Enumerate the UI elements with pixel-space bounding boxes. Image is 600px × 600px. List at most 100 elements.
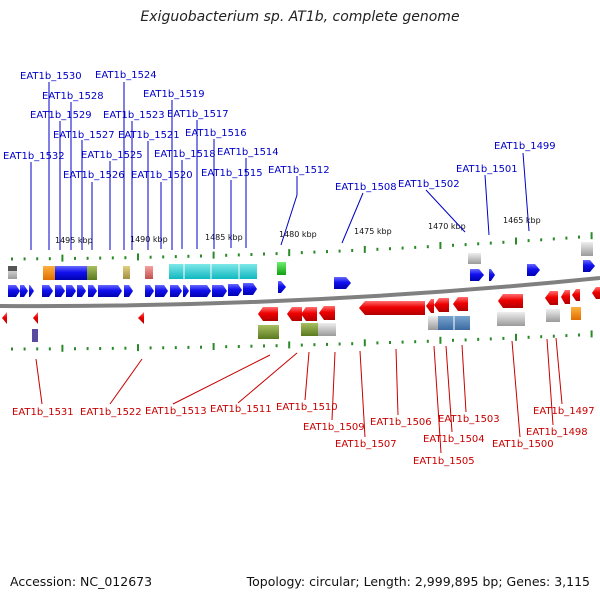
ruler-tick xyxy=(288,341,291,349)
ruler-tick xyxy=(225,253,228,257)
gene-label-eat1b-1523[interactable]: EAT1b_1523 xyxy=(103,110,165,121)
gene-label-eat1b-1516[interactable]: EAT1b_1516 xyxy=(185,128,247,139)
gene-label-eat1b-1506[interactable]: EAT1b_1506 xyxy=(370,417,432,428)
ruler-tick xyxy=(389,247,391,251)
ruler-tick xyxy=(111,346,114,350)
gene-label-eat1b-1515[interactable]: EAT1b_1515 xyxy=(201,168,263,179)
ruler-tick xyxy=(565,236,568,240)
ruler-tick xyxy=(74,256,76,260)
ruler-tick xyxy=(477,337,480,341)
ruler-tick xyxy=(527,335,530,339)
gene-label-eat1b-1508[interactable]: EAT1b_1508 xyxy=(335,182,397,193)
topology-summary: Topology: circular; Length: 2,999,895 bp… xyxy=(246,574,590,589)
ruler-tick xyxy=(137,253,139,261)
ruler-tick xyxy=(477,242,480,246)
ruler-tick xyxy=(426,339,429,343)
gene-label-eat1b-1521[interactable]: EAT1b_1521 xyxy=(118,130,180,141)
kbp-label-1495: 1495 kbp xyxy=(55,236,93,245)
ruler-tick xyxy=(48,347,51,351)
ruler-tick xyxy=(414,245,417,249)
ruler-tick xyxy=(263,252,265,256)
ruler-tick xyxy=(237,345,240,348)
ruler-tick xyxy=(452,338,454,342)
ruler-tick xyxy=(124,256,127,260)
gene-label-eat1b-1502[interactable]: EAT1b_1502 xyxy=(398,179,460,190)
gene-label-eat1b-1531[interactable]: EAT1b_1531 xyxy=(12,407,74,418)
ruler-tick xyxy=(36,347,39,351)
ruler-tick xyxy=(338,342,341,346)
gene-label-eat1b-1518[interactable]: EAT1b_1518 xyxy=(154,149,216,160)
gene-label-eat1b-1514[interactable]: EAT1b_1514 xyxy=(217,147,279,158)
gene-label-eat1b-1517[interactable]: EAT1b_1517 xyxy=(167,109,229,120)
ruler-tick xyxy=(200,254,202,258)
ruler-tick xyxy=(250,344,253,348)
ruler-tick xyxy=(426,245,429,249)
gene-label-eat1b-1499[interactable]: EAT1b_1499 xyxy=(494,141,556,152)
gene-label-eat1b-1505[interactable]: EAT1b_1505 xyxy=(413,456,475,467)
gene-label-eat1b-1501[interactable]: EAT1b_1501 xyxy=(456,164,518,175)
ruler-tick xyxy=(313,343,316,347)
genome-backbone xyxy=(0,276,600,309)
ruler-tick xyxy=(250,253,253,256)
ruler-tick xyxy=(212,251,215,259)
feature-row-bottom xyxy=(32,307,581,342)
ruler-tick xyxy=(61,254,64,262)
gene-label-eat1b-1498[interactable]: EAT1b_1498 xyxy=(526,427,588,438)
ruler-tick xyxy=(149,346,152,350)
ruler-tick xyxy=(237,253,240,257)
ruler-tick xyxy=(200,345,202,349)
gene-label-eat1b-1509[interactable]: EAT1b_1509 xyxy=(303,422,365,433)
bottom-leader-lines xyxy=(35,337,563,454)
ruler-tick xyxy=(86,347,89,351)
ruler-tick xyxy=(300,251,303,255)
ruler-tick xyxy=(439,242,442,249)
ruler-tick xyxy=(174,255,177,259)
gene-label-eat1b-1522[interactable]: EAT1b_1522 xyxy=(80,407,142,418)
gene-label-eat1b-1504[interactable]: EAT1b_1504 xyxy=(423,434,485,445)
ruler-tick xyxy=(527,239,530,243)
ruler-tick xyxy=(401,340,404,344)
gene-label-eat1b-1532[interactable]: EAT1b_1532 xyxy=(3,151,65,162)
kbp-label-1470: 1470 kbp xyxy=(428,222,466,231)
genome-title: Exiguobacterium sp. AT1b, complete genom… xyxy=(140,9,460,25)
gene-label-eat1b-1529[interactable]: EAT1b_1529 xyxy=(30,110,92,121)
gene-label-eat1b-1511[interactable]: EAT1b_1511 xyxy=(210,404,272,415)
ruler-tick xyxy=(149,255,152,259)
bottom-gene-labels: EAT1b_1531 EAT1b_1522 EAT1b_1513 EAT1b_1… xyxy=(12,402,595,467)
ruler-tick xyxy=(376,247,379,251)
ruler-tick xyxy=(74,347,76,351)
gene-label-eat1b-1507[interactable]: EAT1b_1507 xyxy=(335,439,397,450)
kbp-label-1490: 1490 kbp xyxy=(130,235,168,244)
ruler-tick xyxy=(326,250,328,254)
gene-label-eat1b-1510[interactable]: EAT1b_1510 xyxy=(276,402,338,413)
gene-label-eat1b-1524[interactable]: EAT1b_1524 xyxy=(95,70,157,81)
ruler-tick xyxy=(162,255,165,259)
gene-label-eat1b-1500[interactable]: EAT1b_1500 xyxy=(492,439,554,450)
gene-label-eat1b-1530[interactable]: EAT1b_1530 xyxy=(20,71,82,82)
forward-strand-genes xyxy=(8,260,595,297)
ruler-tick xyxy=(61,344,64,352)
gene-label-eat1b-1503[interactable]: EAT1b_1503 xyxy=(438,414,500,425)
gene-label-eat1b-1512[interactable]: EAT1b_1512 xyxy=(268,165,330,176)
gene-label-eat1b-1526[interactable]: EAT1b_1526 xyxy=(63,170,125,181)
gene-label-eat1b-1528[interactable]: EAT1b_1528 xyxy=(42,91,104,102)
ruler-tick xyxy=(351,342,354,346)
kbp-label-1475: 1475 kbp xyxy=(354,227,392,236)
gene-label-eat1b-1519[interactable]: EAT1b_1519 xyxy=(143,89,205,100)
gene-label-eat1b-1497[interactable]: EAT1b_1497 xyxy=(533,406,595,417)
top-gene-labels: EAT1b_1530 EAT1b_1524 EAT1b_1528 EAT1b_1… xyxy=(3,70,556,193)
accession-text: Accession: NC_012673 xyxy=(10,574,153,589)
ruler-tick xyxy=(439,336,442,344)
gene-label-eat1b-1513[interactable]: EAT1b_1513 xyxy=(145,406,207,417)
ruler-tick xyxy=(99,256,102,260)
gene-label-eat1b-1527[interactable]: EAT1b_1527 xyxy=(53,130,115,141)
ruler-tick xyxy=(23,257,26,261)
ruler-tick xyxy=(578,333,580,337)
gene-label-eat1b-1525[interactable]: EAT1b_1525 xyxy=(81,150,143,161)
gene-label-eat1b-1520[interactable]: EAT1b_1520 xyxy=(131,170,193,181)
ruler-tick xyxy=(11,257,13,261)
ruler-track-top xyxy=(11,232,593,262)
ruler-tick xyxy=(414,340,417,344)
ruler-tick xyxy=(363,339,366,347)
